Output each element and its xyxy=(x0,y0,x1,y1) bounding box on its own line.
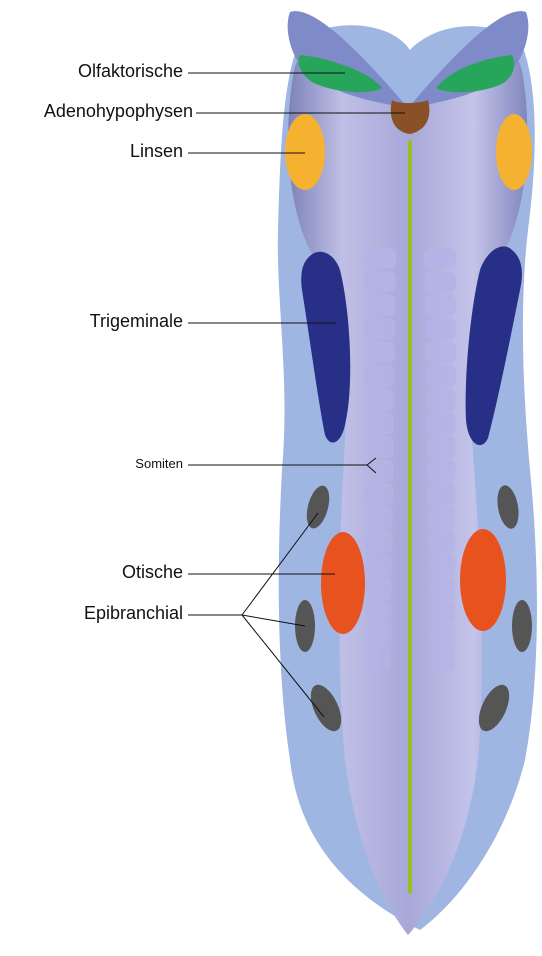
somite-block-right xyxy=(427,460,456,482)
somite-block-left xyxy=(365,624,391,648)
somite-block-right xyxy=(428,577,455,600)
somite-block-right xyxy=(428,530,456,553)
label-otic: Otische xyxy=(122,562,183,583)
somite-block-left xyxy=(365,436,394,458)
label-trigeminal: Trigeminale xyxy=(90,311,183,332)
somite-block-right xyxy=(428,554,455,577)
label-somites: Somiten xyxy=(135,456,183,471)
somite-block-left xyxy=(364,342,395,363)
somite-block-left xyxy=(365,530,393,553)
somite-block-right xyxy=(424,248,456,268)
somite-block-right xyxy=(427,507,455,530)
somite-block-left xyxy=(365,554,392,577)
lens-placode-left xyxy=(285,114,325,190)
somite-block-left xyxy=(365,483,394,505)
somite-block-right xyxy=(424,272,456,292)
somite-block-left xyxy=(364,248,396,268)
label-epibranchial: Epibranchial xyxy=(84,603,183,624)
somite-block-left xyxy=(364,389,394,410)
somite-block-left xyxy=(365,601,392,625)
label-olfactory: Olfaktorische xyxy=(78,61,183,82)
somite-block-left xyxy=(364,319,395,340)
somite-block-left xyxy=(364,413,394,435)
otic-placode-left xyxy=(321,532,365,634)
otic-placode-right xyxy=(460,529,506,631)
somite-block-left xyxy=(365,577,392,600)
somite-block-left xyxy=(365,460,394,482)
somite-block-right xyxy=(426,436,455,458)
somite-block-left xyxy=(364,272,396,292)
somite-block-right xyxy=(426,389,456,410)
label-adenohypophyseal: Adenohypophysen xyxy=(44,101,193,122)
somite-block-left xyxy=(365,507,393,530)
somite-block-right xyxy=(426,366,456,387)
somite-block-right xyxy=(429,648,455,672)
lens-placode-right xyxy=(496,114,532,190)
somite-block-right xyxy=(425,295,456,316)
somite-block-left xyxy=(364,366,394,387)
somite-block-right xyxy=(428,601,455,625)
somite-block-right xyxy=(427,483,456,505)
somite-block-right xyxy=(425,342,456,363)
somite-block-right xyxy=(425,319,456,340)
somite-block-right xyxy=(426,413,456,435)
epibranchial-placode-right-2 xyxy=(512,600,532,652)
label-lens: Linsen xyxy=(130,141,183,162)
somite-block-left xyxy=(364,295,395,316)
somite-block-right xyxy=(429,624,455,648)
somite-block-left xyxy=(365,648,391,672)
